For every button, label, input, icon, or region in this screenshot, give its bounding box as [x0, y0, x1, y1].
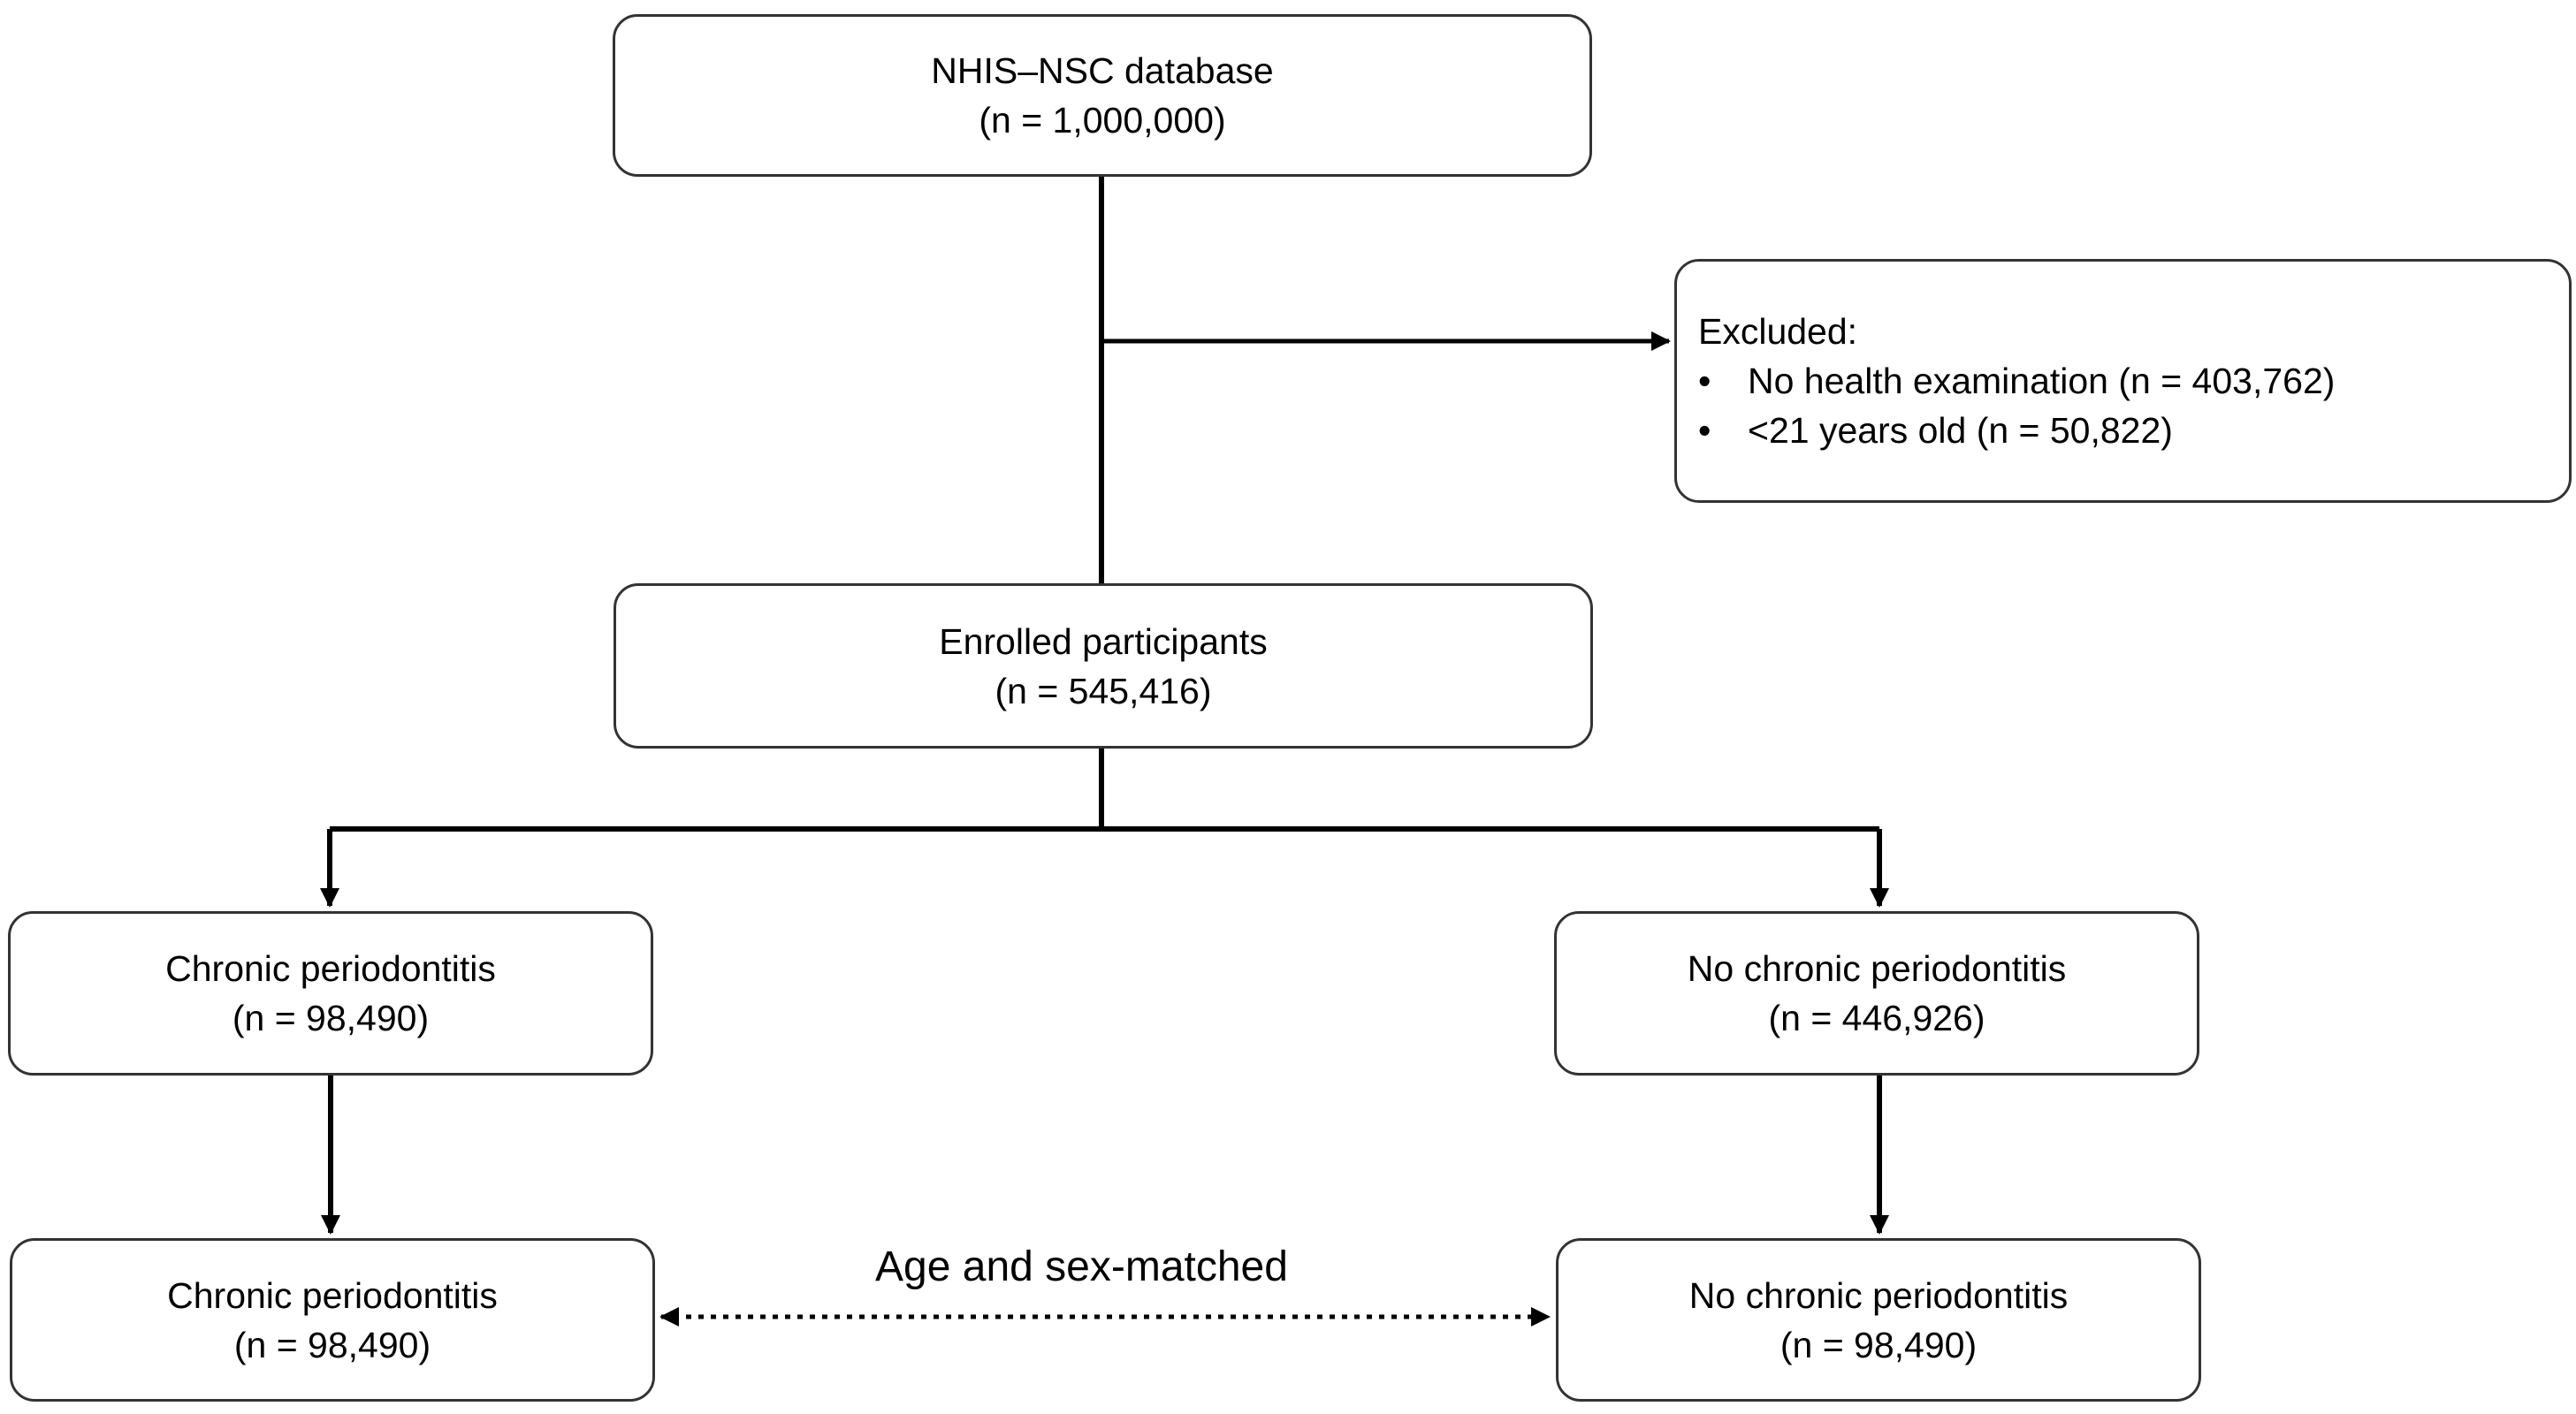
group-title: No chronic periodontitis: [1687, 948, 2067, 989]
excluded-item: • No health examination (n = 403,762): [1698, 356, 2335, 406]
source-database-box: NHIS–NSC database (n = 1,000,000): [613, 14, 1592, 177]
source-title: NHIS–NSC database: [931, 50, 1274, 91]
chronic-periodontitis-box: Chronic periodontitis (n = 98,490): [8, 911, 653, 1076]
bullet-icon: •: [1698, 410, 1711, 451]
matched-title: No chronic periodontitis: [1688, 1274, 2069, 1316]
matched-count: (n = 98,490): [1780, 1324, 1978, 1365]
no-chronic-periodontitis-box: No chronic periodontitis (n = 446,926): [1554, 911, 2199, 1076]
matched-count: (n = 98,490): [233, 1324, 431, 1365]
matched-no-chronic-periodontitis-box: No chronic periodontitis (n = 98,490): [1556, 1238, 2201, 1402]
excluded-item: • <21 years old (n = 50,822): [1698, 406, 2173, 455]
excluded-heading: Excluded:: [1698, 311, 1858, 352]
excluded-item-text: No health examination (n = 403,762): [1748, 361, 2336, 401]
matched-chronic-periodontitis-box: Chronic periodontitis (n = 98,490): [10, 1238, 655, 1402]
enrolled-title: Enrolled participants: [939, 620, 1268, 662]
enrolled-box: Enrolled participants (n = 545,416): [614, 583, 1593, 749]
matched-title: Chronic periodontitis: [167, 1274, 498, 1316]
bullet-icon: •: [1698, 361, 1711, 401]
source-count: (n = 1,000,000): [979, 100, 1226, 141]
group-count: (n = 98,490): [232, 998, 430, 1038]
group-count: (n = 446,926): [1768, 998, 1985, 1038]
excluded-box: Excluded: • No health examination (n = 4…: [1674, 259, 2572, 503]
enrolled-count: (n = 545,416): [995, 670, 1212, 711]
group-title: Chronic periodontitis: [165, 948, 496, 989]
matching-label: Age and sex-matched: [875, 1243, 1288, 1290]
excluded-item-text: <21 years old (n = 50,822): [1748, 410, 2173, 451]
